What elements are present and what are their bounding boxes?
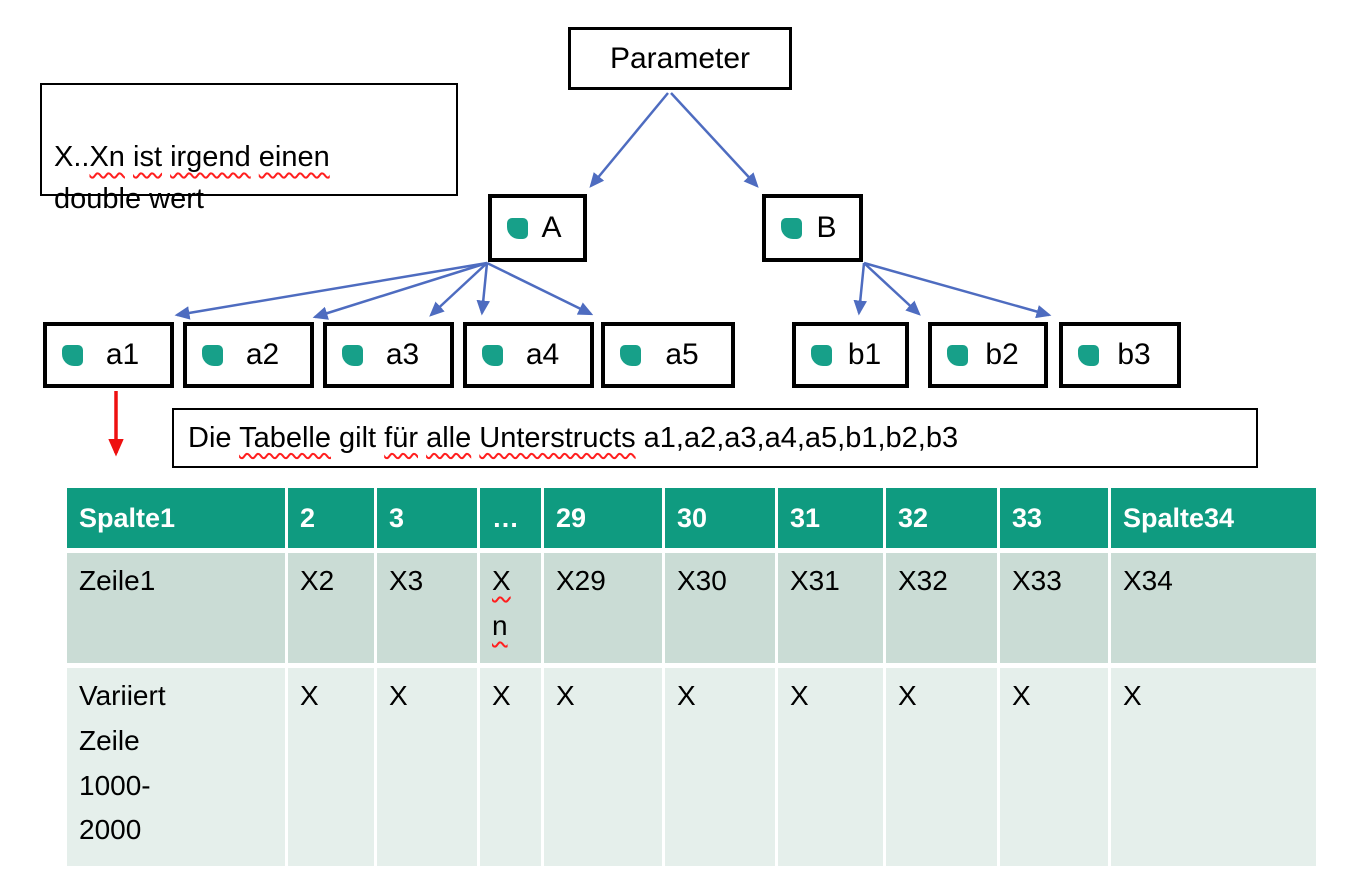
bullet-square-icon [507, 217, 528, 239]
header-cell: Spalte34 [1111, 488, 1316, 548]
arrow-a-to-a5 [486, 261, 594, 316]
bullet-square-icon [811, 344, 832, 366]
bullet-square-icon [202, 344, 223, 366]
bullet-square-icon [781, 217, 802, 239]
arrow-parameter-to-a [589, 92, 669, 188]
note-text-segment: gilt [330, 421, 385, 454]
arrow-b-to-b1 [853, 262, 867, 316]
table-cell: X [544, 668, 662, 866]
tree-node-a1: a1 [43, 322, 174, 388]
tree-node-label: a2 [245, 338, 280, 371]
note-text-segment-misspelled: Tabelle [239, 421, 331, 454]
note-text-segment-misspelled: Unterstructs [479, 421, 636, 454]
table-cell: X34 [1111, 553, 1316, 663]
note-text: Die Tabelle gilt für alle Unterstructs a… [188, 422, 958, 455]
tree-node-label: a3 [385, 338, 420, 371]
tree-node-parameter: Parameter [568, 27, 792, 90]
tree-node-b2: b2 [928, 322, 1048, 388]
table-cell: X [288, 668, 374, 866]
note-text-segment-misspelled: alle [426, 421, 472, 454]
table-cell: X [665, 668, 775, 866]
table-cell: X2 [288, 553, 374, 663]
arrow-a-to-a1 [174, 261, 488, 320]
tree-node-label: a5 [665, 338, 699, 371]
tree-node-a2: a2 [183, 322, 314, 388]
note-text-segment-misspelled: für [384, 421, 418, 454]
header-cell: Spalte1 [67, 488, 285, 548]
tree-node-label: b3 [1117, 338, 1151, 371]
header-cell: 3 [377, 488, 477, 548]
table-cell: X [1000, 668, 1108, 866]
note-text-segment: a1,a2,a3,a4,a5,b1,b2,b3 [635, 421, 959, 454]
table-cell: X [778, 668, 883, 866]
header-cell: … [480, 488, 541, 548]
tree-node-label: b1 [847, 338, 882, 371]
table-cell: X29 [544, 553, 662, 663]
table-cell: X30 [665, 553, 775, 663]
table-cell: X [886, 668, 997, 866]
table-cell: X32 [886, 553, 997, 663]
arrow-a-to-a3 [429, 262, 488, 317]
tree-node-label: a1 [105, 338, 140, 371]
arrow-b-to-b3 [863, 261, 1052, 319]
note-text-segment [251, 141, 259, 173]
tree-node-label: B [816, 211, 837, 244]
note-text-segment-misspelled: einen [258, 141, 330, 174]
tree-node-label: b2 [985, 338, 1019, 371]
header-cell: 32 [886, 488, 997, 548]
tree-node-a3: a3 [323, 322, 454, 388]
note-text-segment-misspelled: ist [133, 141, 163, 174]
table-cell: X [377, 668, 477, 866]
tree-node-a: A [488, 194, 587, 262]
note-text-segment: X.. [54, 141, 90, 174]
note-text-segment: Die [188, 421, 240, 454]
table-cell-text: X n [492, 565, 511, 641]
header-cell: 30 [665, 488, 775, 548]
bullet-square-icon [62, 344, 83, 366]
tree-node-label: Parameter [609, 41, 751, 75]
table-cell: X31 [778, 553, 883, 663]
table-cell: Zeile1 [67, 553, 285, 663]
header-cell: 2 [288, 488, 374, 548]
arrow-b-to-b2 [863, 262, 921, 316]
bullet-square-icon [947, 344, 968, 366]
bullet-square-icon [342, 344, 363, 366]
tree-node-a4: a4 [463, 322, 594, 388]
arrow-parameter-to-b [670, 92, 759, 188]
parameter-table: Spalte1 2 3 … 29 30 31 32 33 Spalte34 Ze… [67, 488, 1316, 866]
bullet-square-icon [620, 344, 641, 366]
tree-node-label: a4 [525, 338, 560, 371]
note-text-segment [125, 141, 133, 173]
header-cell: 29 [544, 488, 662, 548]
note-text-segment-misspelled: irgend [170, 141, 251, 174]
tree-node-b3: b3 [1059, 322, 1181, 388]
table-cell: X3 [377, 553, 477, 663]
note-text-segment [162, 141, 170, 173]
tree-node-b: B [762, 194, 863, 262]
tree-node-a5: a5 [601, 322, 735, 388]
tree-node-label: A [541, 211, 562, 244]
bullet-square-icon [1078, 344, 1099, 366]
table-cell: Variiert Zeile 1000- 2000 [67, 668, 285, 866]
table-cell: X33 [1000, 553, 1108, 663]
table-cell-misspelled: X n [480, 553, 541, 663]
note-text-segment [418, 422, 426, 454]
bullet-square-icon [482, 344, 503, 366]
note-xn-double: X..Xn ist irgend einen double wert [40, 83, 458, 215]
arrow-a-to-a2 [312, 261, 488, 320]
header-cell: 31 [778, 488, 883, 548]
note-text-segment-misspelled: Xn [89, 141, 125, 174]
tree-node-b1: b1 [792, 322, 909, 388]
table-cell: X [1111, 668, 1316, 866]
header-cell: 33 [1000, 488, 1108, 548]
table-cell: X [480, 668, 541, 866]
note-text-segment: double wert [54, 183, 204, 216]
note-table-applies: Die Tabelle gilt für alle Unterstructs a… [172, 408, 1258, 468]
arrow-a-to-a4 [476, 262, 490, 316]
